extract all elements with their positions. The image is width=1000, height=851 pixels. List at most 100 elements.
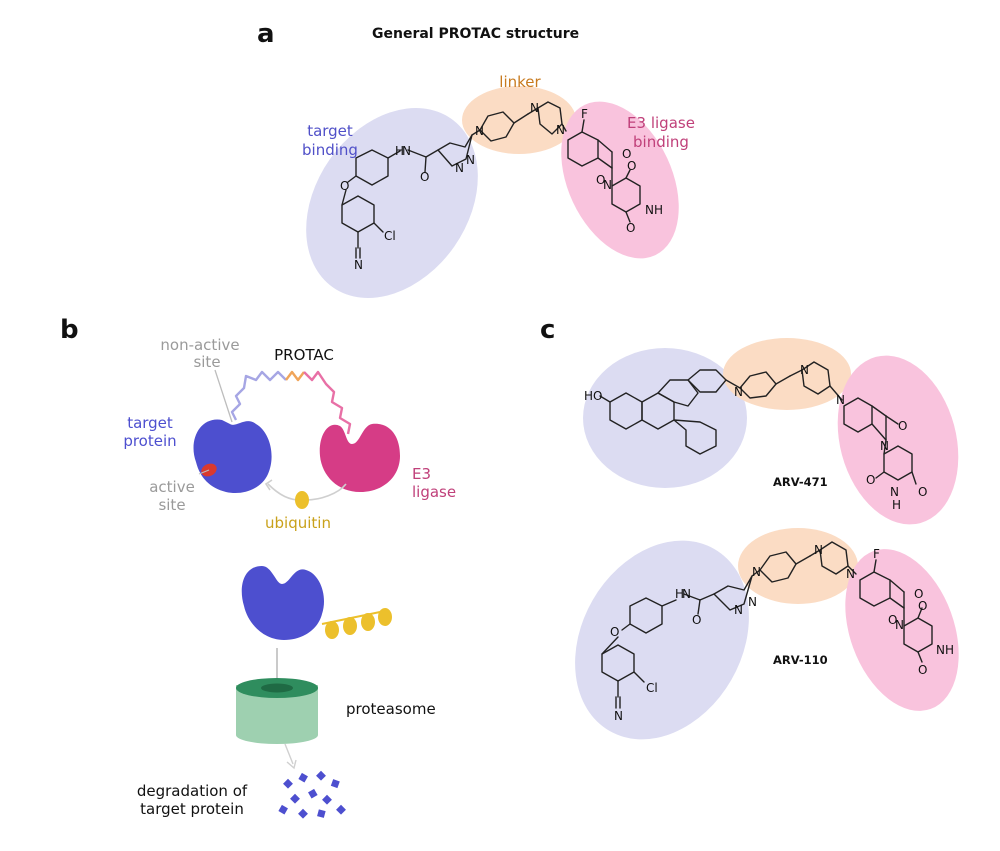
atom-label: O (898, 419, 907, 433)
arv471-name: ARV-471 (773, 475, 828, 489)
atom-labels-a: N N N N N H N O O Cl N F O O N NH O O (340, 101, 663, 272)
atom-label: F (581, 107, 588, 121)
atom-label: O (918, 663, 927, 677)
active-site-label-line1: active (149, 478, 195, 496)
atom-label: N (895, 618, 904, 632)
atom-label: NH (936, 643, 954, 657)
e3-ligase-shape (319, 423, 400, 492)
atom-label: O (866, 473, 875, 487)
ubiquitin-shape (295, 491, 309, 509)
atom-label: O (627, 159, 636, 173)
linker-label: linker (499, 73, 541, 91)
degradation-label-line2: target protein (140, 800, 244, 818)
proteasome-shape (236, 685, 318, 735)
atom-label: O (692, 613, 701, 627)
atom-label: N (475, 124, 484, 138)
e3-binding-label-line1: E3 ligase (627, 114, 695, 132)
non-active-site-label-line2: site (193, 353, 220, 371)
target-protein-shape (193, 419, 272, 494)
ubiquitin-transfer-arrow (267, 483, 301, 501)
atom-label: N (682, 587, 691, 601)
atom-label: N (354, 258, 363, 272)
polyubiquitin-3 (361, 613, 375, 631)
target-binding-label-line2: binding (302, 141, 358, 159)
atom-label: N (402, 144, 411, 158)
atom-label: H (395, 144, 404, 158)
protac-label: PROTAC (274, 346, 334, 364)
target-binding-region (306, 108, 478, 298)
polyubiquitin-2 (343, 617, 357, 635)
arv110-e3-region (845, 549, 959, 711)
atom-label: N (814, 543, 823, 557)
panel-c-letter: c (540, 315, 555, 345)
panel-c: c HO (540, 315, 959, 740)
atom-label: F (873, 547, 880, 561)
panel-a-letter: a (257, 19, 275, 49)
active-site-pointer (198, 469, 210, 475)
atom-label: N (603, 178, 612, 192)
arv471-e3-region (837, 355, 959, 525)
panel-b: b non-active site PROTAC target protein … (60, 315, 456, 819)
atom-label: N (455, 161, 464, 175)
atom-label: O (610, 625, 619, 639)
atom-label: N (800, 363, 809, 377)
atom-label: HO (584, 389, 602, 403)
e3-ligase-label-line1: E3 (412, 465, 431, 483)
arv110-atom-labels: N N N N N H N O O Cl N F O O N NH O O (610, 543, 954, 723)
atom-label: N (880, 439, 889, 453)
polyubiquitin-1 (325, 621, 339, 639)
atom-label: N (752, 565, 761, 579)
atom-label: N (748, 595, 757, 609)
atom-label: H (892, 498, 901, 512)
atom-label: O (918, 485, 927, 499)
e3-binding-region (561, 101, 679, 259)
arv471-atom-labels: HO N N N O N O N H O (584, 363, 927, 512)
target-binding-label-line1: target (307, 122, 353, 140)
atom-label: O (596, 173, 605, 187)
arv110-structure (601, 541, 933, 709)
atom-label: O (420, 170, 429, 184)
proteasome-label: proteasome (346, 700, 436, 718)
non-active-site-label-line1: non-active (160, 336, 239, 354)
arv110-linker-region (738, 528, 858, 604)
atom-label: O (622, 147, 631, 161)
atom-label: N (890, 485, 899, 499)
arv471-target-region (583, 348, 747, 488)
degraded-fragments (278, 770, 346, 819)
atom-label: H (675, 587, 684, 601)
e3-ligase-label-line2: ligase (412, 483, 456, 501)
atom-label: N (734, 603, 743, 617)
atom-label: O (888, 613, 897, 627)
atom-label: O (340, 179, 349, 193)
target-protein-label-line1: target (127, 414, 173, 432)
atom-label: Cl (384, 229, 396, 243)
ubiquitin-label: ubiquitin (265, 514, 331, 532)
panel-a: a General PROTAC structure linker target… (257, 19, 695, 298)
arv110-name: ARV-110 (773, 653, 828, 667)
atom-label: N (466, 153, 475, 167)
atom-label: N (734, 385, 743, 399)
panel-b-letter: b (60, 315, 79, 345)
active-site-label-line2: site (158, 496, 185, 514)
protac-structure-a (341, 101, 641, 259)
polyubiquitin-4 (378, 608, 392, 626)
atom-label: Cl (646, 681, 658, 695)
atom-label: N (614, 709, 623, 723)
atom-label: NH (645, 203, 663, 217)
target-protein-label-line2: protein (123, 432, 176, 450)
atom-label: N (846, 567, 855, 581)
arv471-structure (599, 361, 917, 485)
arv471-linker-region (723, 338, 851, 410)
ubiquitinated-target-shape (241, 566, 325, 640)
protac-linker (285, 370, 305, 382)
protac-e3-ligand (303, 370, 352, 435)
atom-label: N (836, 393, 845, 407)
atom-label: N (530, 101, 539, 115)
e3-binding-label-line2: binding (633, 133, 689, 151)
atom-label: O (626, 221, 635, 235)
panel-a-title: General PROTAC structure (372, 26, 579, 42)
atom-label: N (556, 123, 565, 137)
atom-label: O (918, 599, 927, 613)
atom-label: O (914, 587, 923, 601)
